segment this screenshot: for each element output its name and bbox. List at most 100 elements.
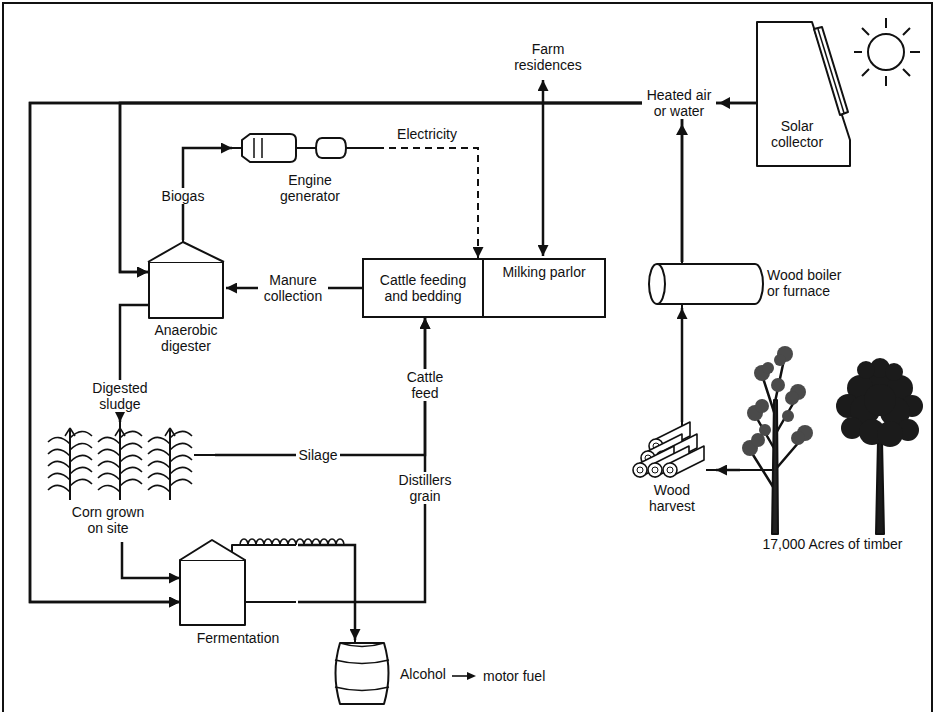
generator-body — [316, 138, 346, 158]
fuel-inlet — [232, 147, 242, 149]
corn-leaf — [120, 479, 142, 486]
corn-leaf — [98, 437, 120, 444]
corn-leaf — [120, 443, 142, 450]
pile-inlet — [706, 469, 716, 471]
tree-foliage — [782, 410, 794, 422]
flow-connector — [30, 103, 682, 602]
flow-label: Electricity — [394, 126, 460, 142]
corn-crop: Corn grown on site — [45, 422, 215, 542]
corn-inlet — [119, 422, 121, 428]
node-label: Fermentation — [180, 630, 296, 646]
log-end — [663, 463, 677, 477]
annotation: Farm residences — [508, 41, 588, 73]
node-label: Milking parlor — [502, 264, 585, 280]
frame — [3, 3, 932, 712]
flow-label: Biogas — [159, 188, 208, 204]
barrel-hoops — [335, 643, 389, 691]
corn-stalk — [69, 428, 71, 500]
log-ring — [667, 467, 673, 473]
corn-leaf — [98, 449, 120, 456]
wood-pile: Wood harvest — [628, 422, 716, 518]
corn-leaf — [148, 437, 170, 444]
flow-connector — [298, 545, 355, 640]
residence-link — [542, 80, 545, 256]
solar-collector: Solar collector — [756, 20, 852, 168]
corn-leaf — [120, 455, 142, 462]
corn-leaf — [148, 461, 170, 468]
vapor-outlet — [232, 545, 296, 552]
tree-foliage — [857, 361, 875, 379]
tree-foliage — [885, 363, 903, 381]
corn-crop-drawing — [45, 422, 215, 542]
shaft — [296, 147, 316, 149]
log-ring — [652, 467, 658, 473]
tree-foliage — [791, 431, 805, 445]
timber-outlet — [740, 469, 773, 471]
tree-foliage — [774, 354, 786, 366]
tree-foliage — [762, 362, 774, 374]
flow-connector — [122, 542, 180, 578]
log-end — [648, 463, 662, 477]
log-ring — [637, 467, 643, 473]
tree-foliage — [785, 391, 799, 405]
flow-label: Silage — [296, 447, 341, 463]
barrel-body — [336, 643, 389, 704]
process-box: Cattle feeding and bedding — [362, 258, 484, 318]
alcohol-barrel: Alcohol — [330, 640, 457, 708]
fermenter-roof — [180, 540, 245, 560]
engine-detail — [254, 138, 262, 158]
corn-leaf — [148, 449, 170, 456]
tree-trunk — [876, 440, 884, 534]
anaerobic-digester: Anaerobic digester — [148, 240, 226, 358]
corn-leaf — [70, 479, 92, 486]
corn-leaf — [48, 461, 70, 468]
corn-leaf — [98, 461, 120, 468]
node-label: Alcohol — [400, 666, 455, 682]
output-shaft — [346, 147, 377, 149]
tree-trunk — [772, 400, 778, 534]
boiler-shell — [657, 264, 763, 304]
corn-stalk — [119, 428, 121, 500]
wood-boiler: Wood boiler or furnace — [645, 262, 870, 308]
digester-tank — [149, 262, 223, 318]
tree-foliage — [759, 424, 771, 436]
corn-tassel — [115, 428, 125, 436]
corn-leaf — [48, 449, 70, 456]
sun — [854, 18, 920, 86]
engine-generator: Engine generator — [232, 130, 377, 210]
node-label: Engine generator — [274, 172, 346, 204]
node-label: Solar collector — [764, 118, 830, 150]
node-label: 17,000 Acres of timber — [740, 536, 925, 552]
flow-connector — [681, 308, 684, 422]
corn-leaf — [170, 455, 192, 462]
tree-foliage — [755, 399, 769, 413]
tree-foliage — [877, 421, 903, 447]
sun-rays — [854, 18, 920, 86]
node-label: Cattle feeding and bedding — [372, 272, 474, 304]
corn-leaf — [120, 467, 142, 474]
flow-connector — [120, 103, 682, 272]
fermentation-tank: Fermentation — [180, 538, 298, 650]
corn-leaf — [70, 443, 92, 450]
grain-outlet — [245, 601, 296, 603]
timber-stand-drawing — [740, 340, 927, 555]
timber-stand: 17,000 Acres of timber — [740, 340, 927, 555]
node-label: Corn grown on site — [68, 504, 148, 536]
flow-connector — [377, 148, 478, 258]
boiler-end — [649, 264, 665, 304]
collector-housing — [757, 22, 850, 166]
node-label: Wood boiler or furnace — [767, 267, 851, 299]
flow-label: Digested sludge — [87, 380, 153, 412]
corn-tassel — [65, 428, 75, 436]
corn-leaf — [98, 485, 120, 492]
collector-panel — [814, 27, 848, 115]
flow-connector — [716, 469, 740, 472]
fermenter-body — [180, 560, 245, 625]
tree-foliage — [864, 384, 896, 416]
corn-leaf — [48, 485, 70, 492]
flow-connector — [120, 103, 756, 272]
engine-body — [242, 134, 296, 162]
sun-disc — [868, 34, 904, 70]
annotation: Heated air or water — [642, 87, 716, 119]
corn-leaf — [170, 467, 192, 474]
